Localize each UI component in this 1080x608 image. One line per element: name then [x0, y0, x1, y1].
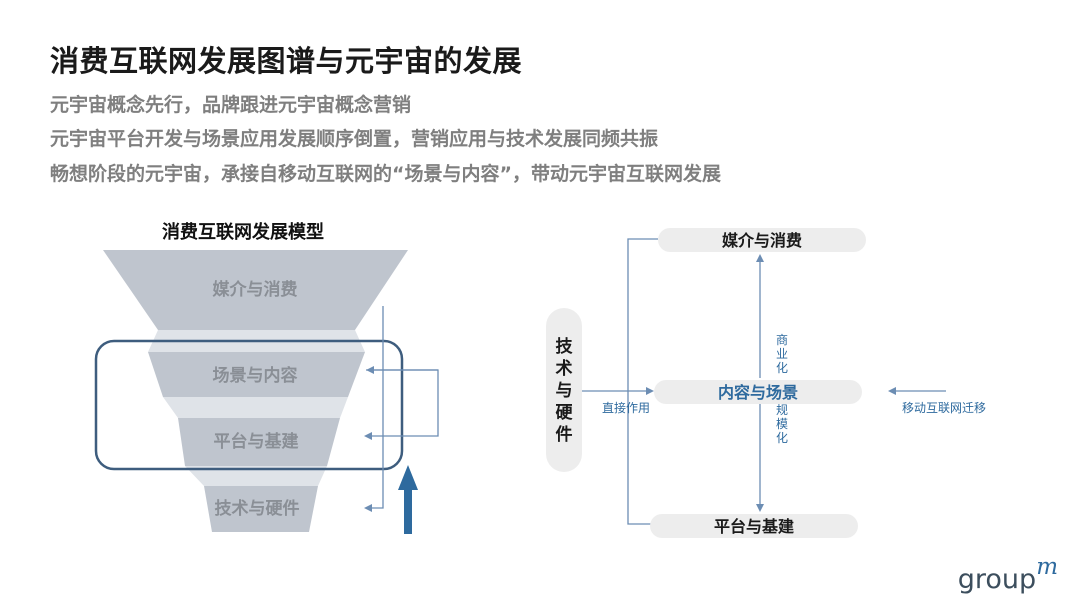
pill-platform-label: 平台与基建	[714, 517, 794, 536]
highlight-frame	[94, 339, 404, 471]
logo-mark: m	[1036, 554, 1058, 580]
funnel-band-3	[185, 466, 327, 486]
up-arrow-head	[398, 465, 418, 490]
page-title: 消费互联网发展图谱与元宇宙的发展	[50, 44, 523, 78]
pill-media	[658, 228, 866, 252]
commercialization-char-3: 化	[776, 361, 788, 375]
pill-content-label: 内容与场景	[718, 383, 798, 402]
funnel-layer-media	[103, 250, 408, 330]
funnel-title: 消费互联网发展模型	[162, 222, 324, 243]
matrix-diagram: 媒介与消费 内容与场景 平台与基建 技 术 与 硬 件 直接作用 商 业 化 规…	[546, 228, 986, 538]
feedback-line-tech	[364, 306, 384, 512]
funnel-label-scene: 场景与内容	[213, 365, 298, 386]
tech-char-2: 术	[556, 358, 573, 379]
logo-text: group	[957, 564, 1037, 595]
funnel-layer-tech	[204, 486, 318, 532]
bracket-line	[627, 238, 658, 525]
scale-char-2: 模	[776, 417, 788, 431]
commercialization-char-2: 业	[776, 347, 788, 361]
subtitle-line-1: 元宇宙概念先行，品牌跟进元宇宙概念营销	[50, 94, 412, 116]
funnel-label-media: 媒介与消费	[213, 279, 298, 300]
scale-char-3: 化	[776, 431, 788, 445]
funnel-diagram: 媒介与消费 场景与内容 平台与基建 技术与硬件	[94, 250, 439, 534]
funnel-layer-platform	[178, 418, 340, 466]
pill-platform	[650, 514, 858, 538]
subtitle-line-3: 畅想阶段的元宇宙，承接自移动互联网的“场景与内容”，带动元宇宙互联网发展	[50, 163, 721, 185]
pill-content	[654, 380, 862, 404]
migration-label: 移动互联网迁移	[902, 401, 986, 415]
tech-char-3: 与	[556, 381, 573, 401]
tech-hardware-box	[546, 308, 582, 472]
funnel-band-2	[163, 397, 348, 418]
tech-char-1: 技	[556, 336, 574, 357]
pill-media-label: 媒介与消费	[722, 231, 802, 250]
direct-action-label: 直接作用	[602, 400, 650, 415]
tech-char-4: 硬	[556, 403, 574, 423]
funnel-layer-scene	[148, 352, 365, 397]
up-arrow-shaft	[404, 488, 412, 534]
funnel-label-platform: 平台与基建	[214, 431, 299, 452]
subtitle-line-2: 元宇宙平台开发与场景应用发展顺序倒置，营销应用与技术发展同频共振	[50, 128, 659, 150]
funnel-label-tech: 技术与硬件	[215, 498, 300, 519]
commercialization-char-1: 商	[776, 332, 788, 347]
groupm-logo: groupm	[957, 554, 1058, 595]
tech-char-5: 件	[556, 424, 573, 445]
scale-char-1: 规	[776, 402, 788, 417]
